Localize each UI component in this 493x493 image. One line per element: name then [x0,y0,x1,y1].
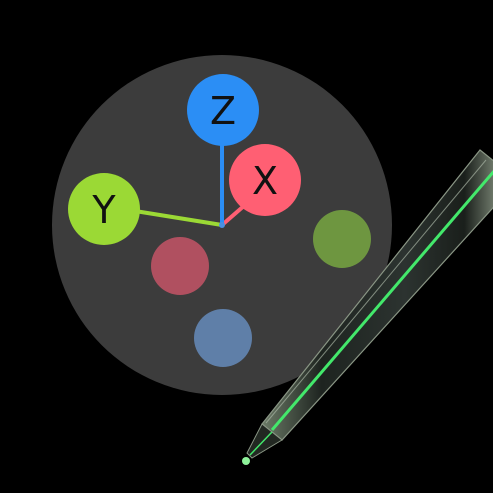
z-axis-label: Z [210,89,236,133]
navigation-gizmo[interactable]: Y X Z [52,55,392,395]
x-axis-line [220,203,247,227]
negative-z-axis-handle[interactable] [194,309,252,367]
x-axis-handle[interactable]: X [229,144,301,216]
x-axis-handle-disc[interactable] [229,144,301,216]
stylus-barrel [261,149,493,441]
negative-x-axis-handle[interactable] [151,237,209,295]
z-axis-handle[interactable]: Z [187,74,259,146]
gizmo-origin-point [219,222,225,228]
y-axis-line [134,209,223,227]
z-axis-handle-disc[interactable] [187,74,259,146]
negative-y-axis-handle[interactable] [313,210,371,268]
y-axis-handle-disc[interactable] [68,173,140,245]
stylus-pen-icon [242,149,493,465]
stylus-tip [242,457,250,465]
stylus-highlight-line [265,159,487,424]
x-axis-label: X [252,159,278,203]
stylus-nib-accent [249,431,273,456]
stylus-accent-stripe [270,170,493,431]
y-axis-label: Y [91,188,116,232]
y-axis-handle[interactable]: Y [68,173,140,245]
